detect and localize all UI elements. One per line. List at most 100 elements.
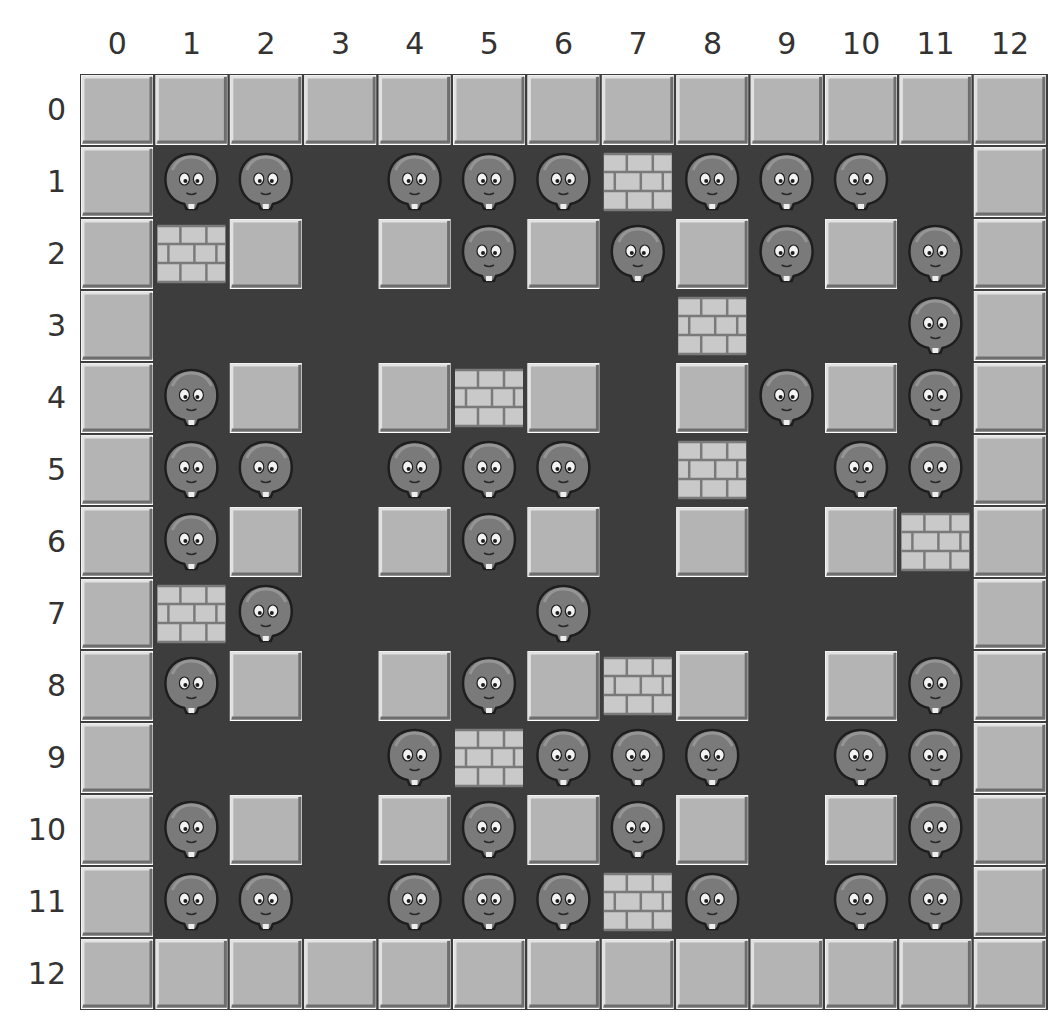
- balloon-enemy: [909, 226, 961, 281]
- balloon-enemy: [165, 658, 217, 713]
- stone-block: [305, 76, 376, 145]
- balloon-enemy: [389, 154, 441, 209]
- stone-block: [528, 76, 599, 145]
- balloon-enemy: [463, 514, 515, 569]
- stone-block: [826, 796, 897, 865]
- stone-block: [974, 796, 1045, 865]
- stone-block: [528, 364, 599, 433]
- stone-block: [379, 76, 450, 145]
- row-number: 2: [47, 239, 66, 269]
- stone-block: [900, 76, 971, 145]
- row-number: 8: [47, 671, 66, 701]
- stone-block: [677, 796, 748, 865]
- balloon-enemy: [463, 154, 515, 209]
- row-number: 3: [47, 311, 66, 341]
- row-number: 6: [47, 527, 66, 557]
- stone-block: [751, 76, 822, 145]
- stone-block: [528, 508, 599, 577]
- stone-block: [677, 364, 748, 433]
- stone-block: [677, 220, 748, 289]
- stone-block: [454, 940, 525, 1009]
- column-number: 2: [257, 29, 276, 59]
- stone-block: [82, 148, 153, 217]
- column-number: 5: [480, 29, 499, 59]
- stone-block: [677, 940, 748, 1009]
- balloon-enemy: [909, 370, 961, 425]
- balloon-enemy: [612, 226, 664, 281]
- stone-block: [826, 652, 897, 721]
- row-number: 5: [47, 455, 66, 485]
- stone-block: [379, 364, 450, 433]
- stone-block: [230, 652, 301, 721]
- stone-block: [974, 148, 1045, 217]
- balloon-enemy: [761, 154, 813, 209]
- balloon-enemy: [537, 442, 589, 497]
- stone-block: [82, 220, 153, 289]
- stone-block: [528, 220, 599, 289]
- stone-block: [82, 508, 153, 577]
- stone-block: [974, 652, 1045, 721]
- brick-block: [901, 514, 969, 570]
- column-number: 10: [842, 29, 880, 59]
- board-cells: [82, 76, 1046, 1009]
- balloon-enemy: [835, 874, 887, 929]
- stone-block: [751, 940, 822, 1009]
- stone-block: [974, 868, 1045, 937]
- stone-block: [82, 652, 153, 721]
- balloon-enemy: [909, 802, 961, 857]
- stone-block: [974, 940, 1045, 1009]
- stone-block: [82, 724, 153, 793]
- balloon-enemy: [240, 874, 292, 929]
- balloon-enemy: [165, 802, 217, 857]
- stone-block: [677, 76, 748, 145]
- balloon-enemy: [909, 658, 961, 713]
- row-number: 7: [47, 599, 66, 629]
- stone-block: [826, 364, 897, 433]
- stone-block: [230, 76, 301, 145]
- balloon-enemy: [686, 154, 738, 209]
- stone-block: [156, 76, 227, 145]
- stone-block: [826, 76, 897, 145]
- brick-block: [678, 298, 746, 354]
- stone-block: [900, 940, 971, 1009]
- stone-block: [528, 940, 599, 1009]
- stone-block: [379, 940, 450, 1009]
- brick-block: [604, 874, 672, 930]
- balloon-enemy: [240, 442, 292, 497]
- stone-block: [974, 580, 1045, 649]
- stone-block: [379, 220, 450, 289]
- column-number: 12: [991, 29, 1029, 59]
- brick-block: [604, 154, 672, 210]
- column-number: 3: [331, 29, 350, 59]
- balloon-enemy: [165, 442, 217, 497]
- stone-block: [82, 868, 153, 937]
- column-number: 9: [777, 29, 796, 59]
- balloon-enemy: [686, 730, 738, 785]
- stone-block: [82, 940, 153, 1009]
- column-number: 7: [629, 29, 648, 59]
- row-number: 4: [47, 383, 66, 413]
- stone-block: [528, 796, 599, 865]
- balloon-enemy: [165, 154, 217, 209]
- stone-block: [379, 652, 450, 721]
- balloon-enemy: [389, 874, 441, 929]
- stone-block: [82, 76, 153, 145]
- stone-block: [379, 796, 450, 865]
- stone-block: [82, 436, 153, 505]
- balloon-enemy: [463, 658, 515, 713]
- balloon-enemy: [463, 802, 515, 857]
- balloon-enemy: [165, 514, 217, 569]
- balloon-enemy: [835, 730, 887, 785]
- floor: [80, 74, 1048, 1010]
- stone-block: [826, 508, 897, 577]
- stone-block: [974, 724, 1045, 793]
- balloon-enemy: [165, 370, 217, 425]
- stone-block: [974, 436, 1045, 505]
- row-number: 9: [47, 743, 66, 773]
- stone-block: [826, 940, 897, 1009]
- balloon-enemy: [835, 154, 887, 209]
- balloon-enemy: [537, 730, 589, 785]
- balloon-enemy: [537, 586, 589, 641]
- balloon-enemy: [463, 442, 515, 497]
- column-number: 0: [108, 29, 127, 59]
